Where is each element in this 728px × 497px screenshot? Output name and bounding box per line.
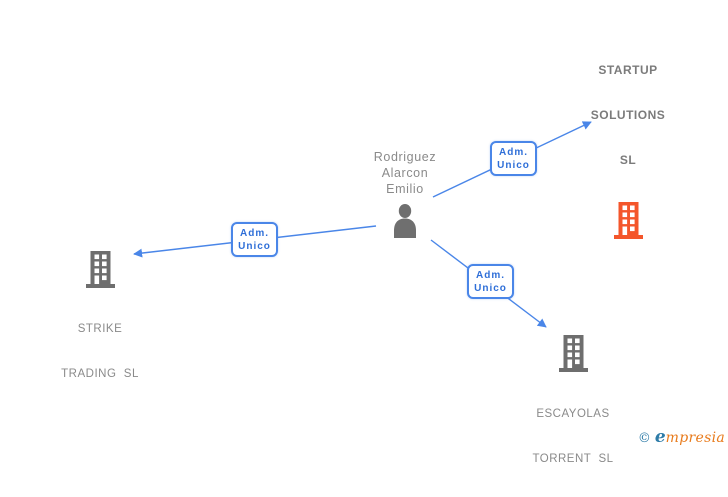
company-node-startup-solutions[interactable]: STARTUP SOLUTIONS SL	[558, 33, 698, 239]
relation-label-adm-unico-escayolas[interactable]: Adm. Unico	[467, 264, 514, 299]
company-node-strike-trading[interactable]: STRIKE TRADING SL	[30, 251, 170, 412]
building-icon-gray	[558, 335, 589, 372]
empresia-logo: © e mpresia	[638, 427, 725, 447]
copyright-icon: ©	[637, 431, 651, 446]
person-name: Rodriguez Alarcon Emilio	[373, 150, 437, 196]
person-icon	[390, 204, 420, 238]
company-node-escayolas-torrent[interactable]: ESCAYOLAS TORRENT SL	[503, 335, 643, 497]
building-icon-gray	[85, 251, 116, 288]
person-node-rodriguez-alarcon-emilio[interactable]: Rodriguez Alarcon Emilio	[335, 149, 475, 238]
brand-text: mpresia	[665, 430, 725, 446]
company-name-escayolas-torrent: ESCAYOLAS TORRENT SL	[532, 408, 614, 465]
relation-label-adm-unico-startup[interactable]: Adm. Unico	[490, 141, 537, 176]
company-name-startup-solutions: STARTUP SOLUTIONS SL	[590, 63, 666, 167]
relation-label-adm-unico-strike[interactable]: Adm. Unico	[231, 222, 278, 257]
building-icon-orange	[613, 202, 644, 239]
company-name-strike-trading: STRIKE TRADING SL	[61, 323, 139, 380]
brand-initial: e	[654, 427, 666, 447]
